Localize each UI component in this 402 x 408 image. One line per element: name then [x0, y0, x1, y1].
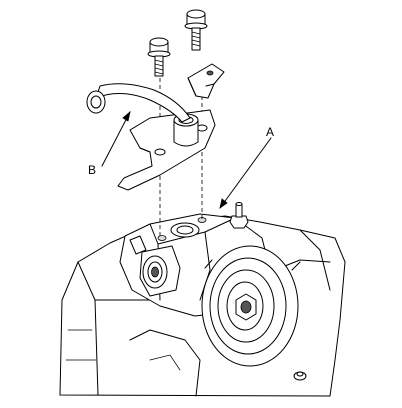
bolt-right [184, 9, 208, 51]
callout-leader-a [219, 137, 272, 209]
callout-label-b: B [88, 163, 96, 177]
pulley [201, 245, 301, 367]
pipe-bracket-assembly [86, 83, 216, 191]
pressure-sensor [229, 202, 249, 229]
clip-bracket [187, 63, 225, 99]
bolt-left [147, 37, 171, 77]
outlet-fitting [129, 235, 181, 297]
callout-leader-b [101, 110, 131, 167]
housing-stud [293, 371, 307, 381]
callout-label-a: A [266, 125, 274, 139]
